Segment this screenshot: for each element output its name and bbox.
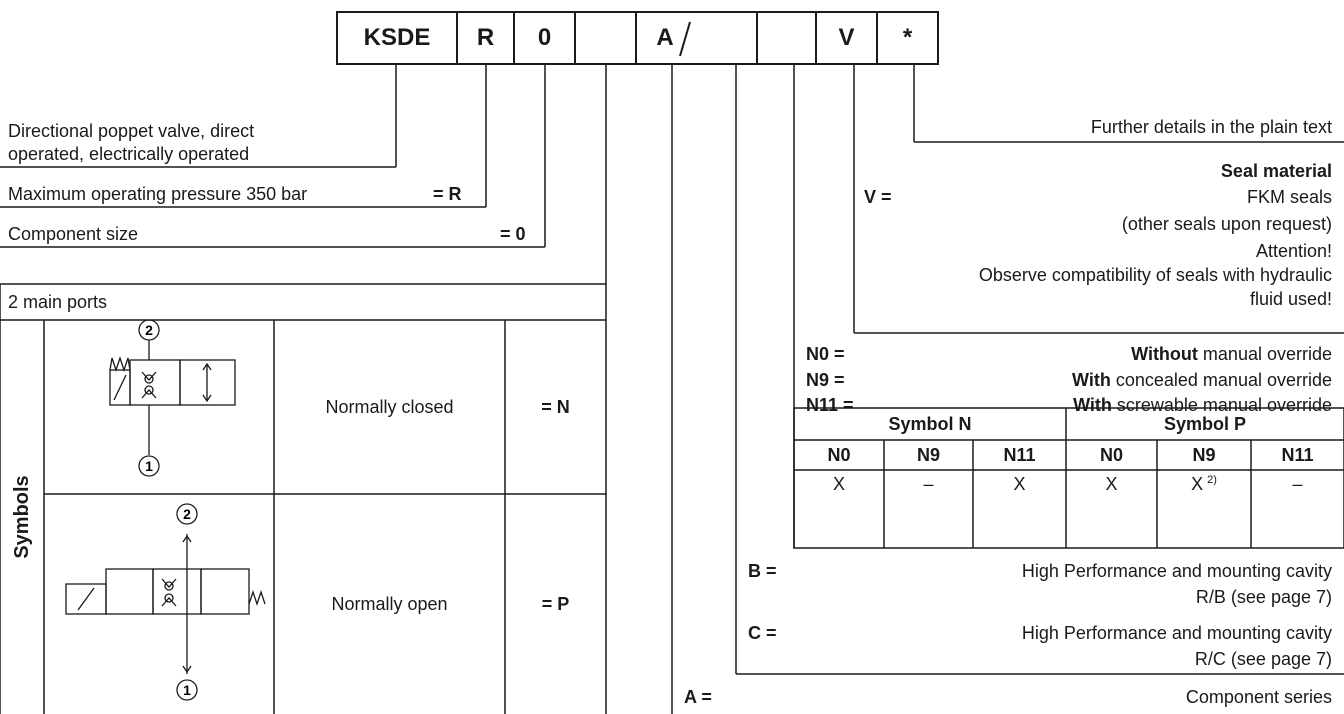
code-pressure: R (476, 24, 495, 51)
b-line2: R/B (see page 7) (1195, 587, 1332, 607)
ports-header: 2 main ports (8, 292, 108, 312)
row-normally-closed-code: = N (541, 396, 570, 417)
seal-code: V = (864, 187, 892, 207)
table-group-symbol-n: Symbol N (888, 413, 972, 434)
override-code-n9: N9 = (806, 370, 845, 390)
row-normally-open-description: Normally open (331, 593, 448, 614)
c-code: C = (748, 623, 777, 643)
seal-other: (other seals upon request) (1121, 214, 1332, 234)
code-series-ksde: KSDE (363, 24, 431, 51)
a-code: A = (684, 687, 712, 707)
table-cell: X (832, 474, 845, 494)
table-header: N0 (827, 444, 851, 465)
b-code: B = (748, 561, 777, 581)
a-value: Component series (1185, 687, 1332, 707)
table-header: N9 (1192, 444, 1216, 465)
code-manual-override (757, 12, 816, 64)
b-line1: High Performance and mounting cavity (1021, 561, 1332, 581)
code-further-details: * (902, 24, 913, 51)
port-2-label: 2 (183, 506, 191, 522)
row-normally-open-code: = P (541, 593, 570, 614)
symbol-normally-open: 2 1 (65, 503, 266, 701)
override-desc-n9: With concealed manual override (1072, 370, 1332, 390)
row-normally-closed-description: Normally closed (325, 396, 454, 417)
c-line2: R/C (see page 7) (1194, 649, 1332, 669)
attention: Attention! (1255, 241, 1332, 261)
code-size: 0 (537, 24, 552, 51)
further-details: Further details in the plain text (1090, 117, 1332, 137)
symbol-normally-closed: 2 1 (109, 320, 236, 477)
code-seal-material: V (838, 24, 855, 51)
override-desc-n11: With screwable manual override (1073, 395, 1332, 415)
code-symbol (575, 12, 636, 64)
port-1-label: 1 (183, 682, 191, 698)
override-desc-n0: Without manual override (1131, 344, 1332, 364)
table-header: N9 (916, 444, 940, 465)
pressure-code: = R (433, 184, 462, 204)
size-label: Component size (8, 224, 139, 244)
port-1-label: 1 (145, 458, 153, 474)
table-cell: – (1292, 474, 1303, 494)
compat-line1: Observe compatibility of seals with hydr… (978, 265, 1332, 285)
table-cell: – (923, 474, 934, 494)
symbols-label: Symbols (11, 475, 33, 559)
code-component-series: A (656, 24, 674, 51)
valve-description-line1: Directional poppet valve, direct (8, 121, 255, 141)
size-code: = 0 (500, 224, 526, 244)
table-header: N11 (1003, 444, 1036, 465)
seal-value: FKM seals (1246, 187, 1332, 207)
table-header: N11 (1281, 444, 1314, 465)
override-code-n11: N11 = (806, 395, 854, 415)
table-header: N0 (1099, 444, 1123, 465)
valve-description-line2: operated, electrically operated (8, 144, 250, 164)
table-cell: X (1013, 474, 1026, 494)
table-cell: X (1105, 474, 1118, 494)
seal-material-title: Seal material (1220, 161, 1332, 181)
table-group-symbol-p: Symbol P (1163, 413, 1247, 434)
override-code-n0: N0 = (806, 344, 845, 364)
compat-line2: fluid used! (1249, 289, 1332, 309)
pressure-label: Maximum operating pressure 350 bar (8, 184, 308, 204)
port-2-label: 2 (145, 322, 153, 338)
c-line1: High Performance and mounting cavity (1021, 623, 1332, 643)
